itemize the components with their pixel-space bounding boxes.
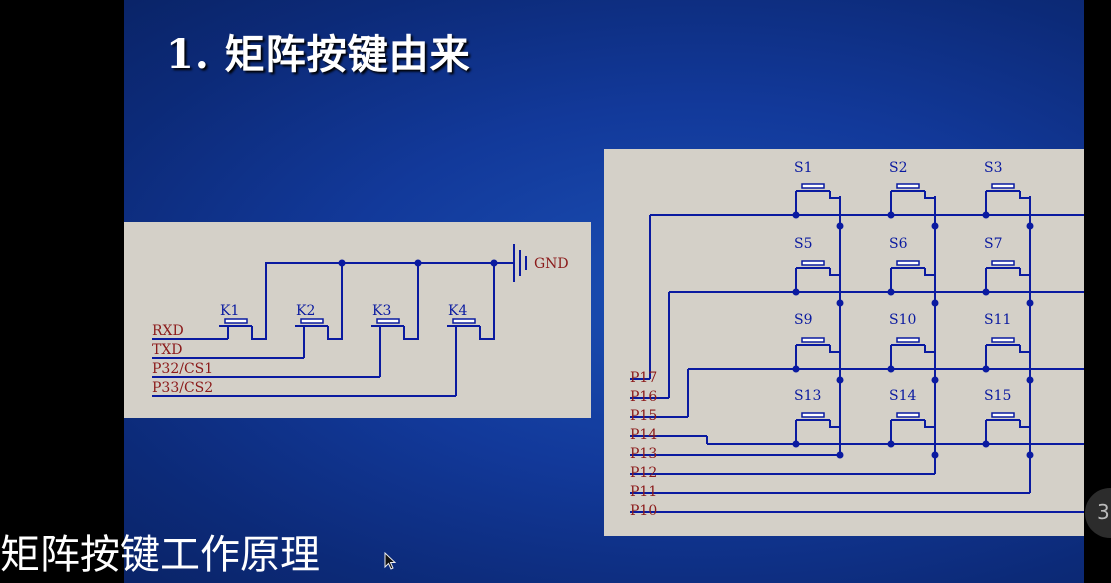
pin-label: P32/CS1 — [152, 361, 213, 377]
switch-label: S10 — [889, 312, 916, 328]
pin-label: P16 — [630, 389, 657, 405]
matrix-keys-schematic: S1 S2 S3 S5 S6 S7 S9 S10 S11 S13 S14 S15… — [604, 149, 1084, 536]
key-label: K3 — [372, 303, 391, 319]
switch-label: S1 — [794, 160, 813, 176]
pin-label: P33/CS2 — [152, 380, 213, 396]
mouse-cursor-icon — [384, 552, 397, 570]
pin-label: P11 — [630, 484, 657, 500]
switch-label: S11 — [984, 312, 1011, 328]
matrix-switch — [887, 183, 939, 230]
matrix-switch — [982, 412, 1034, 459]
matrix-switch — [982, 183, 1034, 230]
matrix-switch — [792, 260, 844, 307]
switch-label: S7 — [984, 236, 1003, 252]
matrix-switch — [982, 337, 1034, 384]
pin-label: P15 — [630, 408, 657, 424]
pin-label: TXD — [152, 342, 183, 358]
key-label: K2 — [296, 303, 315, 319]
matrix-switch — [887, 260, 939, 307]
video-caption: 矩阵按键工作原理 — [0, 532, 320, 578]
switch-label: S13 — [794, 388, 821, 404]
switch-label: S5 — [794, 236, 813, 252]
switch-label: S15 — [984, 388, 1011, 404]
matrix-switch — [982, 260, 1034, 307]
matrix-keys-svg: S1 S2 S3 S5 S6 S7 S9 S10 S11 S13 S14 S15… — [630, 160, 1084, 519]
ground-label: GND — [534, 256, 569, 272]
key-label: K4 — [448, 303, 467, 319]
pin-label: P17 — [630, 370, 657, 386]
key-label: K1 — [220, 303, 239, 319]
switch-label: S2 — [889, 160, 908, 176]
switch-label: S3 — [984, 160, 1003, 176]
matrix-switch — [792, 337, 844, 384]
pin-label: RXD — [152, 323, 184, 339]
matrix-switch — [887, 337, 939, 384]
pin-label: P13 — [630, 446, 657, 462]
page-number-badge[interactable]: 3 — [1085, 488, 1111, 538]
pin-label: P14 — [630, 427, 657, 443]
switch-label: S6 — [889, 236, 908, 252]
pin-label: P10 — [630, 503, 657, 519]
pin-label: P12 — [630, 465, 657, 481]
matrix-switch — [792, 183, 844, 230]
switch-label: S14 — [889, 388, 916, 404]
switch-label: S9 — [794, 312, 813, 328]
independent-keys-svg: K1 K2 K3 K4 RXD TXD P32/CS1 P33/CS2 GND — [152, 244, 569, 397]
matrix-switch — [792, 412, 844, 459]
slide-title: 1. 矩阵按键由来 — [166, 31, 471, 78]
matrix-switch — [887, 412, 939, 459]
page-number: 3 — [1097, 500, 1110, 524]
independent-keys-schematic: K1 K2 K3 K4 RXD TXD P32/CS1 P33/CS2 GND — [124, 222, 591, 418]
